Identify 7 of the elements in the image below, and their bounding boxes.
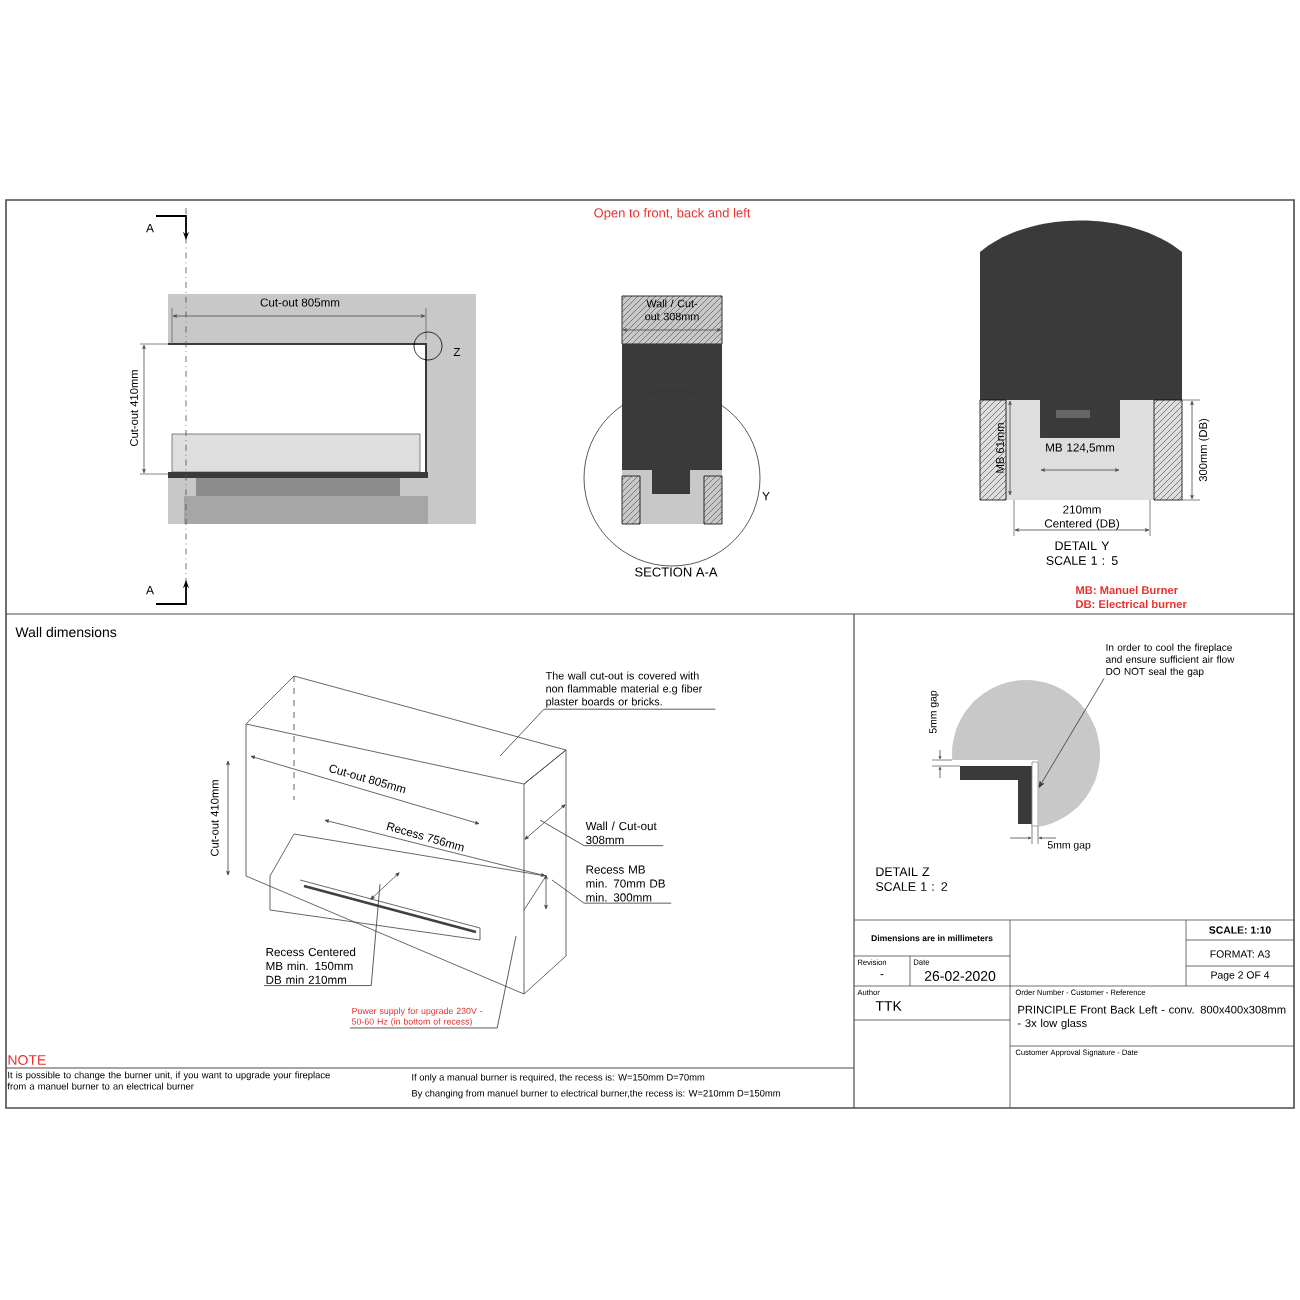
leader-line [263,883,381,986]
leader-line [551,879,672,904]
air-gap [1031,761,1039,827]
leader-line [1038,678,1105,788]
leader-line [499,708,716,757]
leader-line [539,819,664,847]
leader-line [349,935,517,1029]
